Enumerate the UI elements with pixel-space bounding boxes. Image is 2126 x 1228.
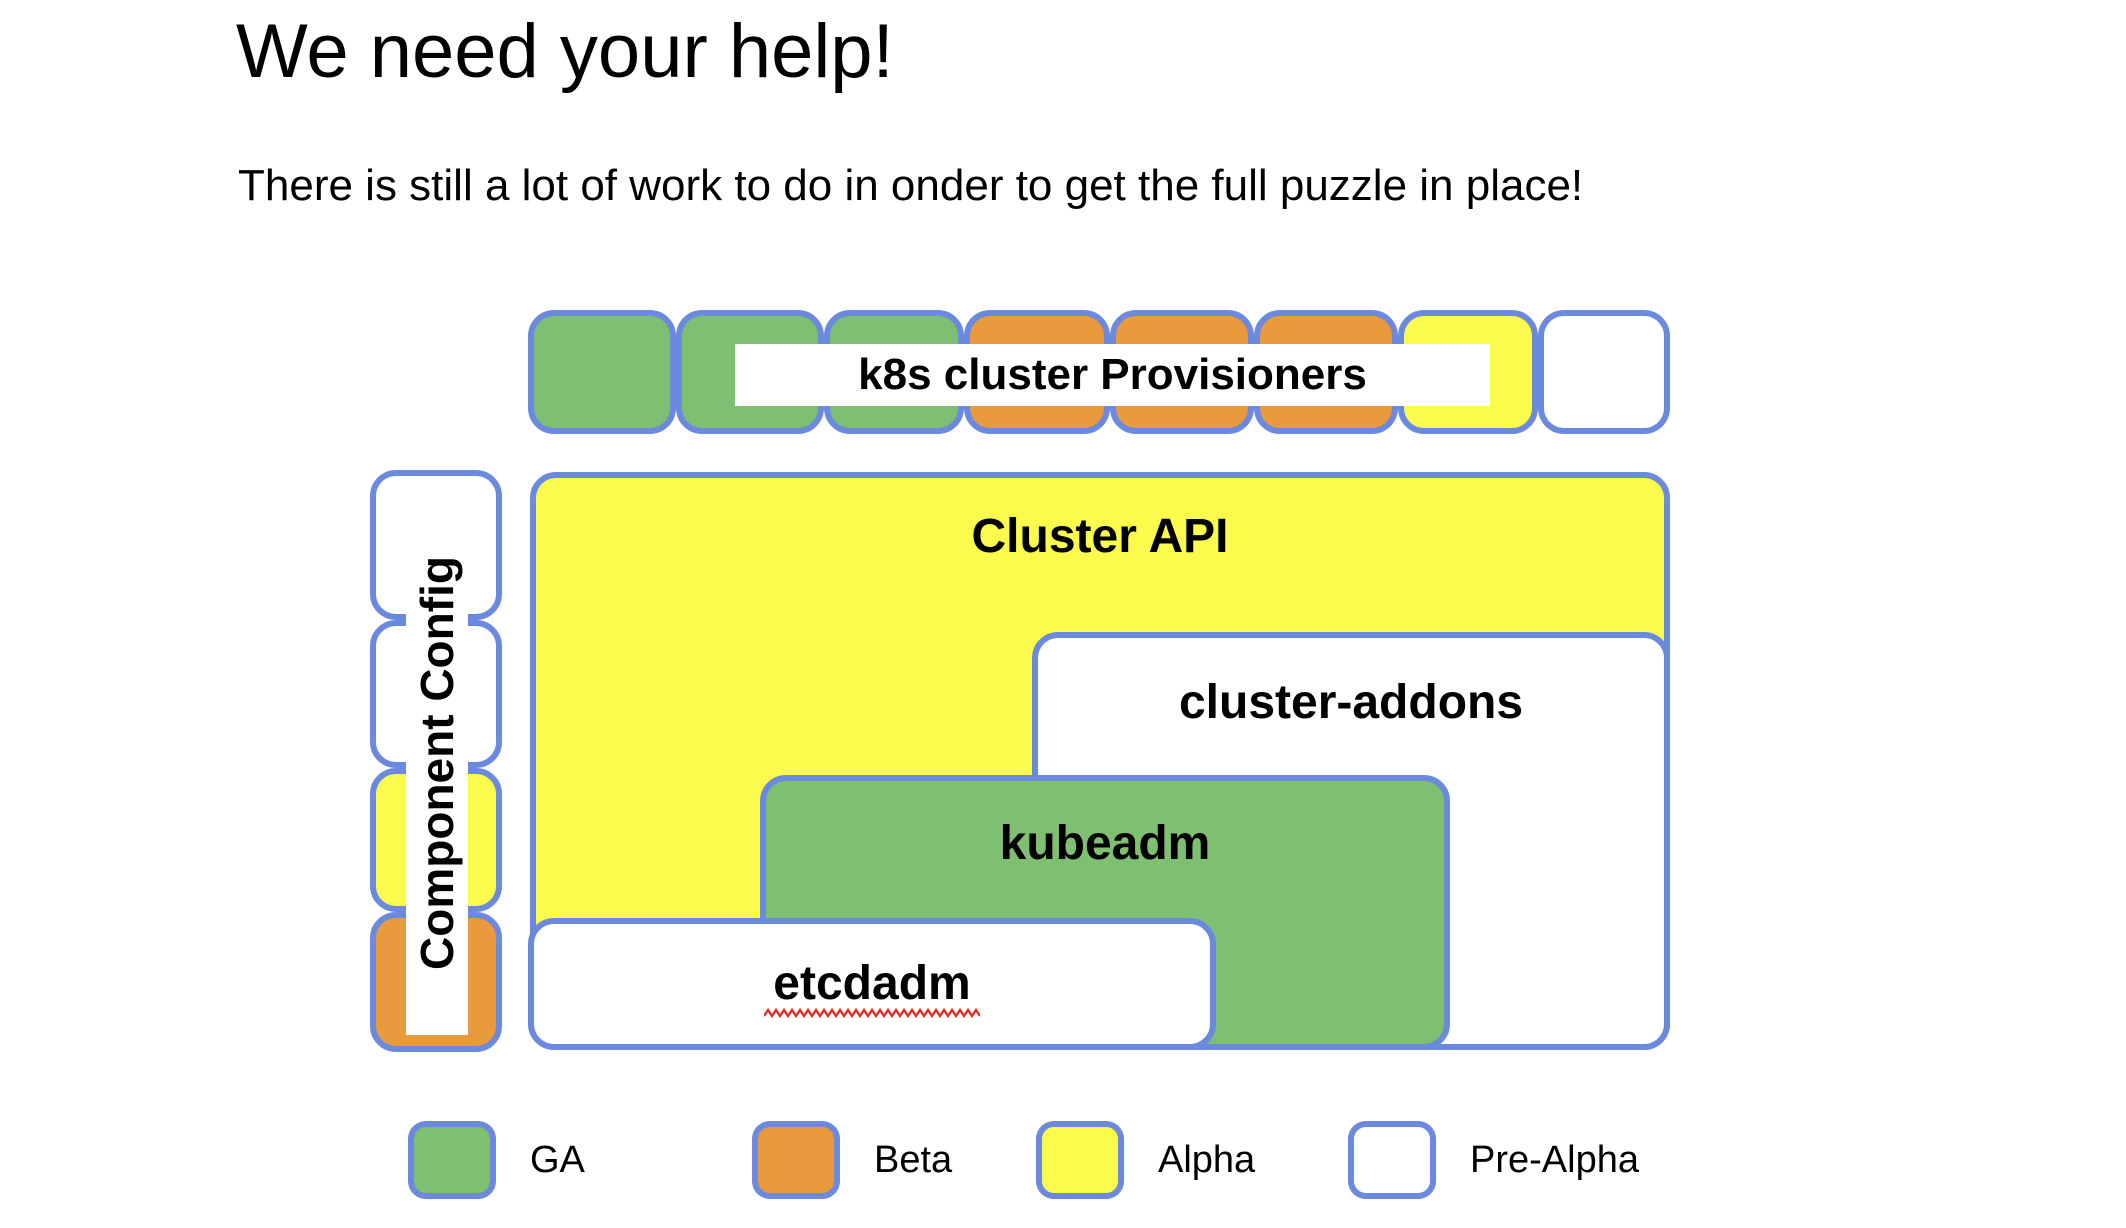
page-title: We need your help! bbox=[236, 9, 894, 94]
legend-swatch-alpha bbox=[1036, 1121, 1124, 1199]
legend-swatch-pre-alpha bbox=[1348, 1121, 1436, 1199]
etcdadm-label: etcdadm bbox=[773, 956, 971, 1010]
legend-label-ga: GA bbox=[530, 1138, 585, 1181]
component-config-label: Component Config bbox=[406, 490, 468, 1035]
provisioners-row-label: k8s cluster Provisioners bbox=[735, 344, 1490, 406]
cluster-api-label: Cluster API bbox=[971, 509, 1229, 563]
legend-label-pre-alpha: Pre-Alpha bbox=[1470, 1138, 1639, 1181]
legend-item-beta[interactable]: Beta bbox=[752, 1118, 952, 1202]
provisioner-cell-8[interactable] bbox=[1538, 310, 1670, 434]
legend: GA Beta Alpha Pre-Alpha bbox=[0, 1118, 2126, 1208]
etcdadm-block[interactable] bbox=[528, 918, 1216, 1050]
legend-swatch-ga bbox=[408, 1121, 496, 1199]
legend-item-pre-alpha[interactable]: Pre-Alpha bbox=[1348, 1118, 1639, 1202]
cluster-addons-label: cluster-addons bbox=[1178, 675, 1524, 729]
legend-item-ga[interactable]: GA bbox=[408, 1118, 585, 1202]
legend-label-beta: Beta bbox=[874, 1138, 953, 1181]
page-subtitle: There is still a lot of work to do in on… bbox=[238, 161, 1584, 210]
legend-label-alpha: Alpha bbox=[1158, 1138, 1256, 1181]
legend-item-alpha[interactable]: Alpha bbox=[1036, 1118, 1255, 1202]
component-config-label-text: Component Config bbox=[411, 555, 464, 970]
kubeadm-label: kubeadm bbox=[999, 816, 1211, 870]
legend-swatch-beta bbox=[752, 1121, 840, 1199]
provisioner-cell-1[interactable] bbox=[528, 310, 676, 434]
